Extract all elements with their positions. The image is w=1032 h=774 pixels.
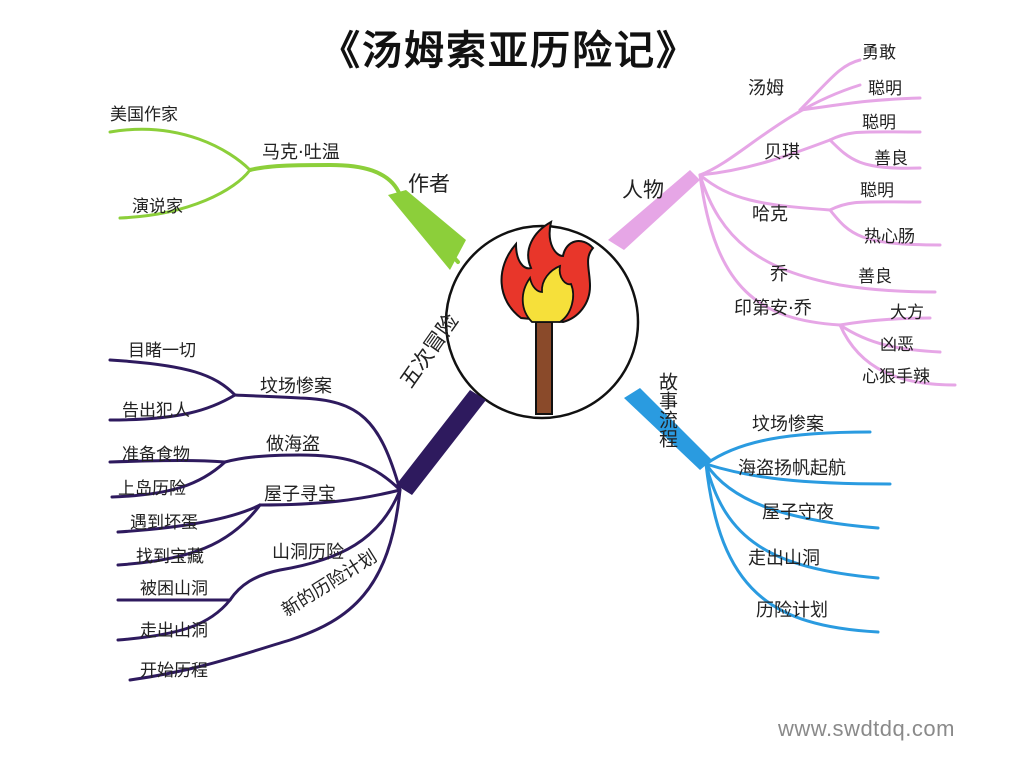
author-leaf-1: 美国作家 [110,105,178,125]
adventure-leaf: 开始历程 [140,661,208,681]
adventure-leaf: 被困山洞 [140,579,208,599]
character-trait: 凶恶 [880,335,914,355]
plot-branch-lines [704,430,892,634]
character-trait: 勇敢 [862,43,896,63]
adventure-leaf: 告出犯人 [122,401,190,421]
adventures-branch-trunk [396,390,486,495]
plot-step: 屋子守夜 [762,502,834,523]
plot-step: 历险计划 [756,600,828,621]
character-trait: 大方 [890,303,924,323]
adventure-leaf: 找到宝藏 [136,547,204,567]
author-branch-label: 作者 [408,172,450,196]
plot-step: 海盗扬帆起航 [738,458,846,479]
adventure-name: 山洞历险 [272,542,344,563]
author-name: 马克·吐温 [262,142,340,163]
adventure-leaf: 准备食物 [122,445,190,465]
author-branch-trunk [388,190,466,270]
character-trait: 热心肠 [864,227,915,247]
character-trait: 聪明 [862,113,896,133]
adventure-name: 做海盗 [266,434,320,455]
adventure-leaf: 目睹一切 [128,341,196,361]
adventure-leaf: 上岛历险 [118,479,186,499]
plot-step: 坟场惨案 [752,414,824,435]
character-name-joe: 乔 [770,264,788,285]
character-trait: 善良 [858,267,892,287]
character-name-injun-joe: 印第安·乔 [734,298,812,319]
character-name-becky: 贝琪 [764,142,800,163]
adventure-name: 屋子寻宝 [264,484,336,505]
watermark: www.swdtdq.com [778,716,955,741]
adventures-branch-lines [108,358,402,682]
plot-branch-label: 故事流程 [656,372,678,448]
author-leaf-2: 演说家 [132,197,183,217]
character-name-tom: 汤姆 [748,78,784,99]
adventure-name: 坟场惨案 [260,376,332,397]
characters-branch-lines [698,58,957,387]
page-title: 《汤姆索亚历险记》 [320,28,698,74]
character-trait: 善良 [874,149,908,169]
characters-branch-trunk [608,170,700,250]
character-name-huck: 哈克 [752,204,788,225]
character-trait: 聪明 [868,79,902,99]
character-trait: 聪明 [860,181,894,201]
torch-icon [500,220,595,415]
character-trait: 心狠手辣 [862,367,930,387]
adventure-leaf: 走出山洞 [140,621,208,641]
plot-step: 走出山洞 [748,548,820,569]
characters-branch-label: 人物 [622,178,664,202]
adventure-leaf: 遇到坏蛋 [130,513,198,533]
plot-branch-trunk [624,388,712,470]
